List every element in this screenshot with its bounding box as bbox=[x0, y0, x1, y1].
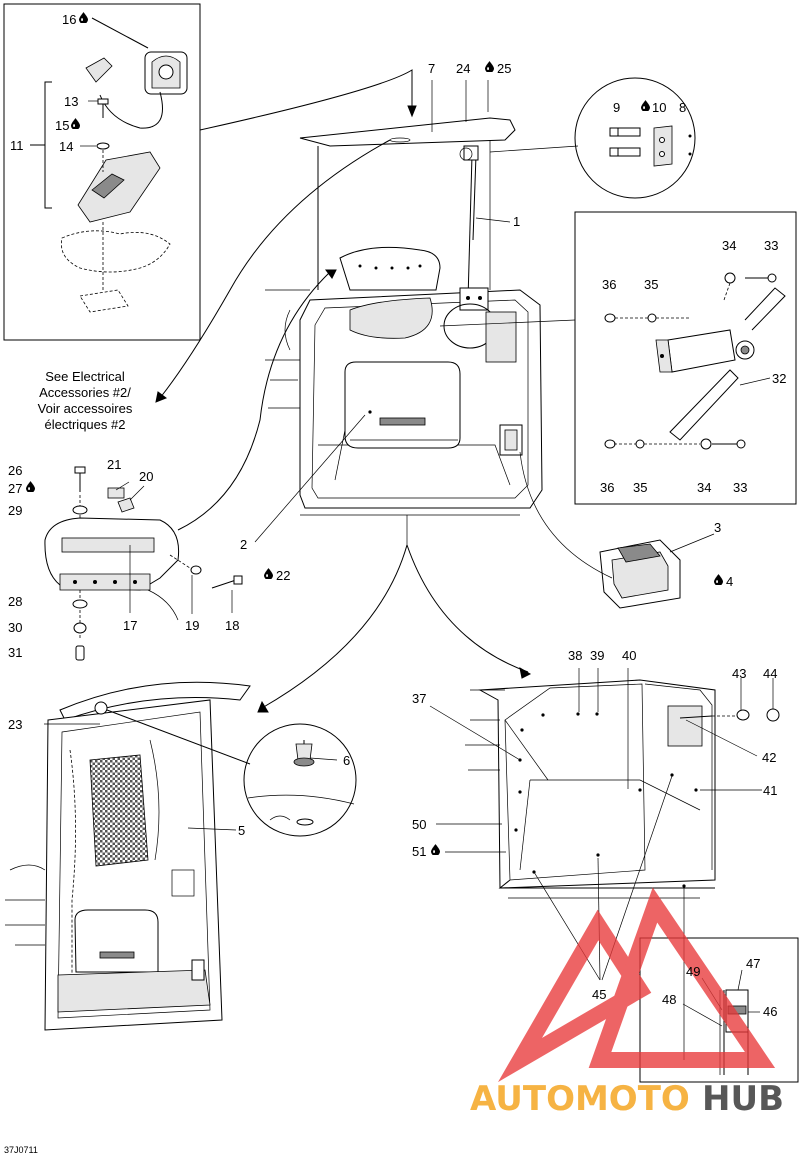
callout-6: 6 bbox=[343, 753, 350, 768]
callout-11: 11 bbox=[10, 138, 24, 153]
callout-39: 39 bbox=[590, 648, 604, 663]
leader-lines bbox=[44, 80, 774, 1027]
hinge-detail bbox=[489, 77, 696, 199]
callout-19: 19 bbox=[185, 618, 199, 633]
latch-assembly-drawing bbox=[44, 466, 243, 661]
callout-9: 9 bbox=[613, 100, 620, 115]
callout-1: 1 bbox=[513, 214, 520, 229]
callout-30: 30 bbox=[8, 620, 22, 635]
callout-40: 40 bbox=[622, 648, 636, 663]
drop-icon bbox=[485, 61, 494, 72]
watermark-text-auto: AUTOMOTO bbox=[470, 1079, 690, 1119]
callout-27: 27 bbox=[8, 481, 22, 496]
screw-detail bbox=[243, 723, 357, 837]
callout-8: 8 bbox=[679, 100, 686, 115]
callout-18: 18 bbox=[225, 618, 239, 633]
callout-33b: 33 bbox=[733, 480, 747, 495]
callout-46: 46 bbox=[763, 1004, 777, 1019]
callout-36b: 36 bbox=[600, 480, 614, 495]
callout-23: 23 bbox=[8, 717, 22, 732]
callout-22: 22 bbox=[276, 568, 290, 583]
callout-48: 48 bbox=[662, 992, 676, 1007]
callout-42: 42 bbox=[762, 750, 776, 765]
diagram-code: 37J0711 bbox=[4, 1145, 38, 1155]
drop-icon bbox=[71, 118, 80, 129]
detail-frame-latch bbox=[3, 3, 201, 341]
callout-13: 13 bbox=[64, 94, 78, 109]
callout-5: 5 bbox=[238, 823, 245, 838]
box-liner-drawing bbox=[465, 679, 780, 899]
callout-35a: 35 bbox=[644, 277, 658, 292]
callout-44: 44 bbox=[763, 666, 777, 681]
callout-15: 15 bbox=[55, 118, 69, 133]
callout-38: 38 bbox=[568, 648, 582, 663]
callout-28: 28 bbox=[8, 594, 22, 609]
callout-10: 10 bbox=[652, 100, 666, 115]
callout-26: 26 bbox=[8, 463, 22, 478]
callout-20: 20 bbox=[139, 469, 153, 484]
callout-29: 29 bbox=[8, 503, 22, 518]
strut-bracket-detail bbox=[439, 211, 797, 505]
watermark-logo bbox=[497, 887, 776, 1083]
callout-31: 31 bbox=[8, 645, 22, 660]
callout-14: 14 bbox=[59, 139, 73, 154]
note-line-3: Voir accessoires bbox=[38, 401, 133, 416]
connector-arrows bbox=[155, 69, 613, 713]
drop-icon bbox=[26, 481, 35, 492]
callout-17: 17 bbox=[123, 618, 137, 633]
callout-labels: 1 2 3 4 5 6 7 8 9 10 11 13 14 15 16 17 1… bbox=[8, 12, 786, 1019]
callout-32: 32 bbox=[772, 371, 786, 386]
drop-icon bbox=[264, 568, 273, 579]
drop-icon bbox=[641, 100, 650, 111]
drop-icon bbox=[431, 844, 440, 855]
note-line-1: See Electrical bbox=[45, 369, 125, 384]
callout-25: 25 bbox=[497, 61, 511, 76]
main-compartment-drawing bbox=[265, 117, 543, 545]
note-line-4: électriques #2 bbox=[45, 417, 126, 432]
callout-37: 37 bbox=[412, 691, 426, 706]
callout-33a: 33 bbox=[764, 238, 778, 253]
callout-16: 16 bbox=[62, 12, 76, 27]
callout-36a: 36 bbox=[602, 277, 616, 292]
watermark-text-hub: HUB bbox=[702, 1079, 784, 1119]
cross-reference-note: See Electrical Accessories #2/ Voir acce… bbox=[38, 369, 133, 432]
callout-7: 7 bbox=[428, 61, 435, 76]
callout-24: 24 bbox=[456, 61, 470, 76]
handle-drawing bbox=[599, 539, 681, 609]
drop-icon bbox=[714, 574, 723, 585]
callout-34b: 34 bbox=[697, 480, 711, 495]
callout-47: 47 bbox=[746, 956, 760, 971]
callout-50: 50 bbox=[412, 817, 426, 832]
callout-41: 41 bbox=[763, 783, 777, 798]
note-line-2: Accessories #2/ bbox=[39, 385, 131, 400]
drop-icon bbox=[79, 12, 88, 23]
callout-43: 43 bbox=[732, 666, 746, 681]
callout-45: 45 bbox=[592, 987, 606, 1002]
callout-34a: 34 bbox=[722, 238, 736, 253]
callout-21: 21 bbox=[107, 457, 121, 472]
liner-compartment-drawing bbox=[5, 681, 251, 1031]
callout-49: 49 bbox=[686, 964, 700, 979]
callout-3: 3 bbox=[714, 520, 721, 535]
callout-4: 4 bbox=[726, 574, 733, 589]
callout-35b: 35 bbox=[633, 480, 647, 495]
callout-51: 51 bbox=[412, 844, 426, 859]
callout-2: 2 bbox=[240, 537, 247, 552]
